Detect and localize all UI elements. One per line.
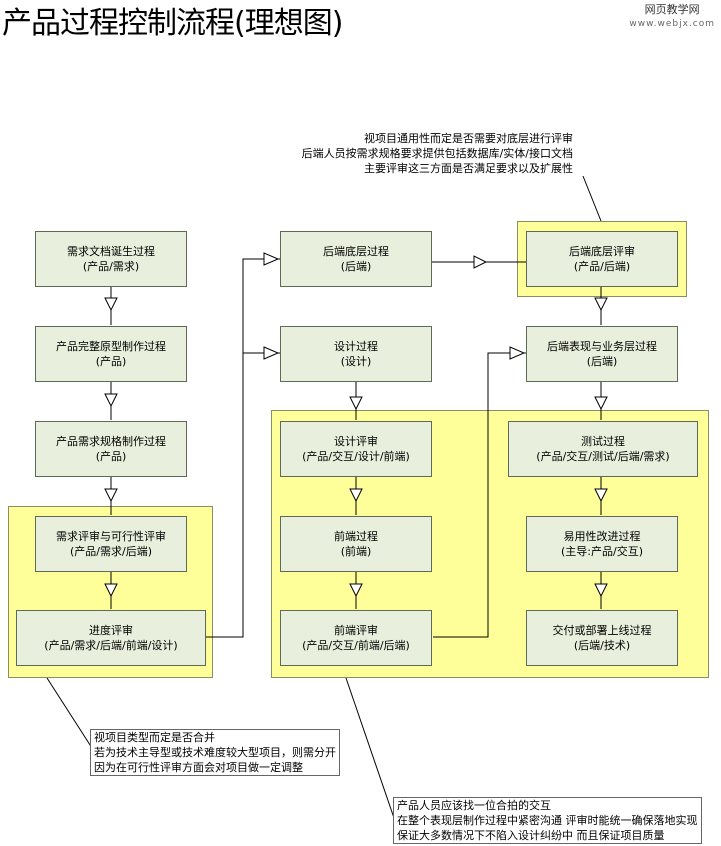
note-line: 因为在可行性评审方面会对项目做一定调整 <box>94 761 303 774</box>
process-testing: 测试过程 (产品/交互/测试/后端/需求) <box>508 421 698 477</box>
process-roles: (产品/需求/后端/前端/设计) <box>44 639 178 652</box>
process-frontend-review: 前端评审 (产品/交互/前端/后端) <box>280 610 432 666</box>
process-deploy: 交付或部署上线过程 (后端/技术) <box>526 610 678 666</box>
process-roles: (前端) <box>340 545 372 558</box>
process-spec: 产品需求规格制作过程 (产品) <box>35 421 187 477</box>
note-line: 在整个表现层制作过程中紧密沟通 评审时能统一确保落地实现 <box>397 814 698 827</box>
process-name: 设计评审 <box>334 435 378 448</box>
process-feasibility-review: 需求评审与可行性评审 (产品/需求/后端) <box>35 516 187 572</box>
process-prototype: 产品完整原型制作过程 (产品) <box>35 326 187 382</box>
watermark-url: www.webjx.com <box>629 19 715 29</box>
note-line: 产品人员应该找一位合拍的交互 <box>397 799 551 812</box>
process-roles: (产品/交互/测试/后端/需求) <box>536 450 670 463</box>
process-usability: 易用性改进过程 (主导:产品/交互) <box>526 516 678 572</box>
process-req-doc: 需求文档诞生过程 (产品/需求) <box>35 231 187 287</box>
process-roles: (主导:产品/交互) <box>561 545 643 558</box>
process-name: 交付或部署上线过程 <box>552 624 652 637</box>
process-name: 产品需求规格制作过程 <box>56 435 166 448</box>
process-roles: (后端) <box>586 355 618 368</box>
note-line: 若为技术主导型或技术难度较大型项目，则需分开 <box>94 746 336 759</box>
page-title: 产品过程控制流程(理想图) <box>2 6 343 41</box>
process-frontend: 前端过程 (前端) <box>280 516 432 572</box>
process-name: 前端过程 <box>334 530 378 543</box>
process-roles: (产品/需求) <box>82 260 140 273</box>
note-product-interaction: 产品人员应该找一位合拍的交互 在整个表现层制作过程中紧密沟通 评审时能统一确保落… <box>393 797 702 844</box>
process-name: 产品完整原型制作过程 <box>56 340 166 353</box>
process-business-layer: 后端表现与业务层过程 (后端) <box>526 326 678 382</box>
note-line: 视项目通用性而定是否需要对底层进行评审 <box>364 132 573 145</box>
process-progress-review: 进度评审 (产品/需求/后端/前端/设计) <box>16 610 206 666</box>
note-line: 主要评审这三方面是否满足要求以及扩展性 <box>364 162 573 175</box>
process-roles: (产品) <box>95 355 127 368</box>
watermark-site-name: 网页教学网 <box>644 3 700 16</box>
process-name: 前端评审 <box>334 624 378 637</box>
process-name: 后端底层过程 <box>323 245 389 258</box>
process-design: 设计过程 (设计) <box>280 326 432 382</box>
process-roles: (后端) <box>340 260 372 273</box>
process-roles: (产品) <box>95 450 127 463</box>
note-line: 视项目类型而定是否合并 <box>94 731 215 744</box>
process-roles: (后端/技术) <box>573 639 631 652</box>
process-backend-base: 后端底层过程 (后端) <box>280 231 432 287</box>
process-roles: (产品/交互/设计/前端) <box>302 450 410 463</box>
process-name: 测试过程 <box>581 435 625 448</box>
process-name: 设计过程 <box>334 340 378 353</box>
process-design-review: 设计评审 (产品/交互/设计/前端) <box>280 421 432 477</box>
process-name: 后端底层评审 <box>569 245 635 258</box>
process-name: 易用性改进过程 <box>563 530 641 543</box>
note-review-merge: 视项目类型而定是否合并 若为技术主导型或技术难度较大型项目，则需分开 因为在可行… <box>90 729 340 776</box>
process-roles: (产品/后端) <box>573 260 631 273</box>
process-name: 进度评审 <box>89 624 133 637</box>
note-line: 保证大多数情况下不陷入设计纠纷中 而且保证项目质量 <box>397 829 665 842</box>
process-roles: (产品/交互/前端/后端) <box>302 639 410 652</box>
watermark: 网页教学网 www.webjx.com <box>629 3 715 31</box>
process-roles: (设计) <box>340 355 372 368</box>
process-roles: (产品/需求/后端) <box>70 545 152 558</box>
note-line: 后端人员按需求规格要求提供包括数据库/实体/接口文档 <box>301 147 573 160</box>
note-backend-review: 视项目通用性而定是否需要对底层进行评审 后端人员按需求规格要求提供包括数据库/实… <box>302 131 573 176</box>
process-name: 需求文档诞生过程 <box>67 245 155 258</box>
process-name: 后端表现与业务层过程 <box>547 340 657 353</box>
process-backend-review: 后端底层评审 (产品/后端) <box>526 231 678 287</box>
process-name: 需求评审与可行性评审 <box>56 530 166 543</box>
